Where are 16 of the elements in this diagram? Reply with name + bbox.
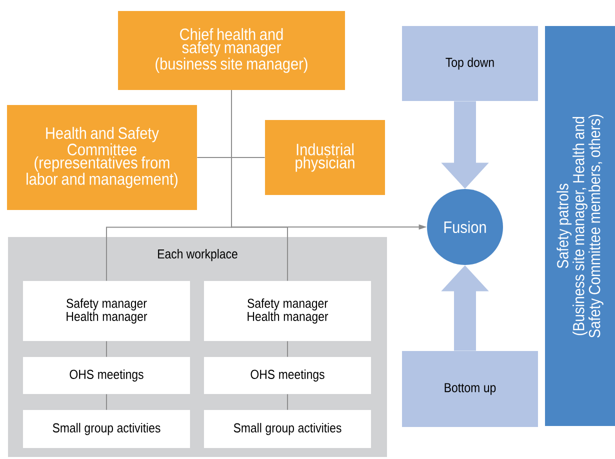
connector-line [287,340,288,358]
role-box: Health and Safety Committee (representatives from labor and management) [7,105,197,210]
activity-box: Safety manager Health manager [23,281,190,341]
connector-line [106,394,107,410]
activity-box: Small group activities [204,410,371,448]
activity-box: OHS meetings [204,357,371,394]
role-box: Chief health and safety manager (business site manager) [118,11,345,90]
direction-box: Bottom up [402,351,538,427]
activity-box: OHS meetings [23,357,190,394]
patrol-band: Safety patrols (Business site manager, Health and Safety Committee members, others) [545,26,615,426]
activity-box: Safety manager Health manager [204,281,371,341]
connector-line [287,394,288,410]
connector-line [106,340,107,358]
direction-box: Top down [402,26,538,101]
activity-box: Small group activities [23,410,190,448]
role-box: Industrial physician [265,120,385,195]
